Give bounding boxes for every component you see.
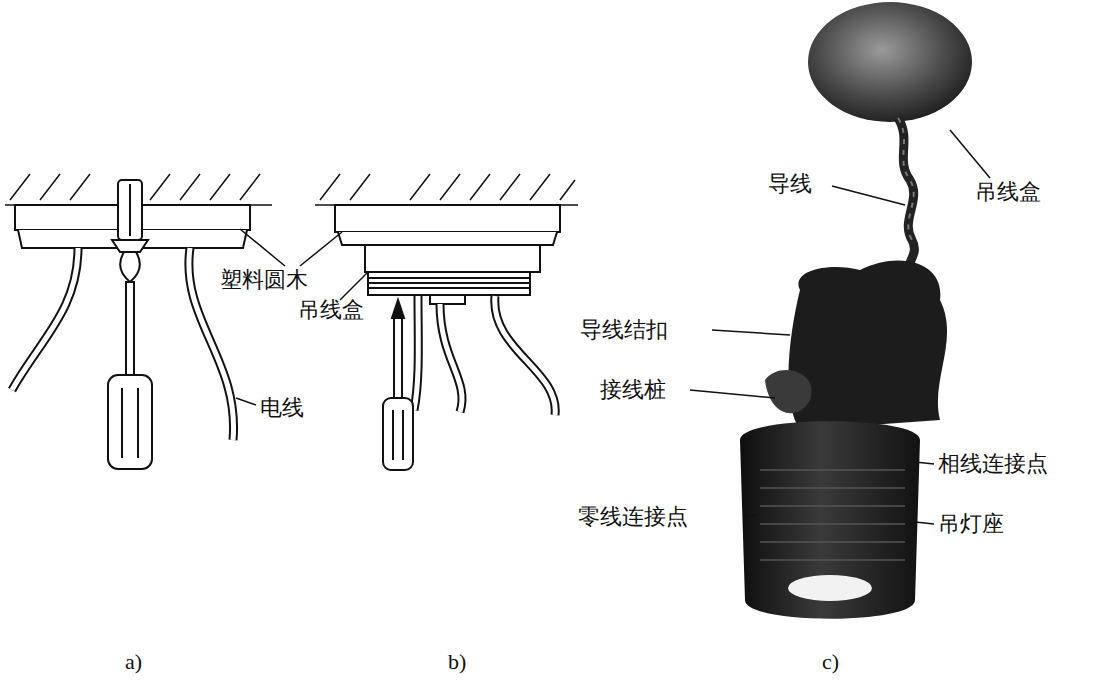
round-block-b — [335, 205, 560, 245]
part-label: 吊线盒 — [298, 298, 364, 322]
part-label: 接线桩 — [600, 378, 666, 402]
part-label: 导线 — [768, 172, 812, 196]
part-label: 塑料圆木 — [220, 268, 308, 292]
part-label: 相线连接点 — [938, 452, 1048, 476]
screw-a — [108, 180, 152, 469]
ceiling-rose-b — [365, 245, 540, 304]
wires-b — [414, 296, 555, 415]
part-label: 电线 — [260, 396, 304, 420]
part-label: 导线结扣 — [580, 318, 668, 342]
part-label: 吊灯座 — [938, 512, 1004, 536]
screwdriver-b — [383, 300, 413, 470]
ceiling-b — [315, 174, 578, 205]
wires-a — [12, 248, 234, 440]
leader-lines — [236, 130, 990, 524]
figure-label: b) — [448, 650, 466, 674]
pendant-lamp — [740, 2, 972, 619]
part-label: 吊线盒 — [975, 180, 1041, 204]
part-label: 零线连接点 — [578, 505, 688, 529]
figure-label: c) — [822, 650, 839, 674]
figure-label: a) — [125, 650, 142, 674]
